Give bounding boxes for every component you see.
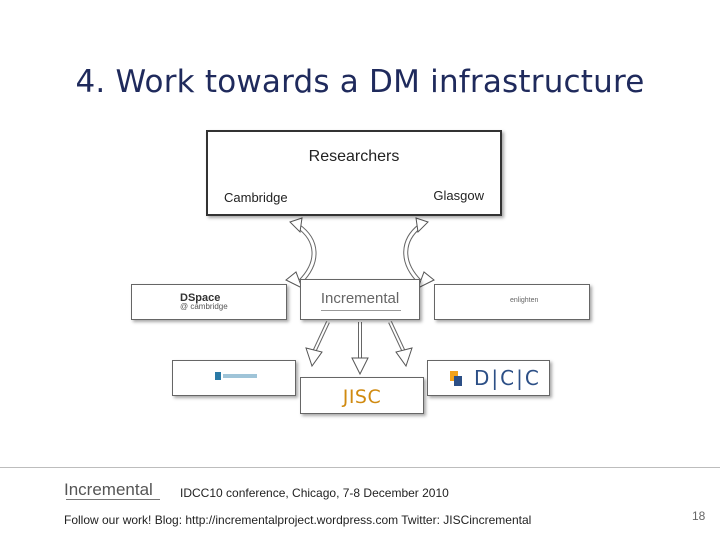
incremental-box: Incremental [300,279,420,320]
arrow-left-head-down [285,271,303,290]
dcc-box: D|C|C [427,360,550,396]
slide-title: 4. Work towards a DM infrastructure [75,64,645,100]
dspace-box: DSpace @ cambridge [131,284,287,320]
arrow-left-head-up [289,217,303,234]
page-number: 18 [692,509,706,523]
dcc-logo: D|C|C [474,366,541,390]
enlighten-logo: enlighten [510,297,539,304]
conference-text: IDCC10 conference, Chicago, 7-8 December… [180,486,449,500]
glasgow-label: Glasgow [433,188,484,203]
enlighten-box: enlighten [434,284,590,320]
dspace-logo: DSpace @ cambridge [180,292,228,311]
researchers-label: Researchers [308,148,400,165]
footer-divider [0,467,720,468]
repository-logo-icon [215,372,221,380]
jisc-logo: JISC [342,386,382,408]
dcc-logo-square-blue [454,376,462,386]
follow-text: Follow our work! Blog: http://incrementa… [64,513,532,527]
incremental-logo-underline [321,310,401,311]
incremental-logo: Incremental [320,290,400,307]
arrow-right-head-up [415,217,429,234]
cambridge-label: Cambridge [224,190,288,205]
footer-incremental-logo: Incremental [64,480,153,499]
publication-repository-box [172,360,296,396]
researchers-box: Researchers Cambridge Glasgow [206,130,502,216]
repository-logo-text-bar [223,374,257,378]
arrow-right-head-down [417,271,435,290]
footer-logo-underline [66,499,160,500]
jisc-box: JISC [300,377,424,414]
